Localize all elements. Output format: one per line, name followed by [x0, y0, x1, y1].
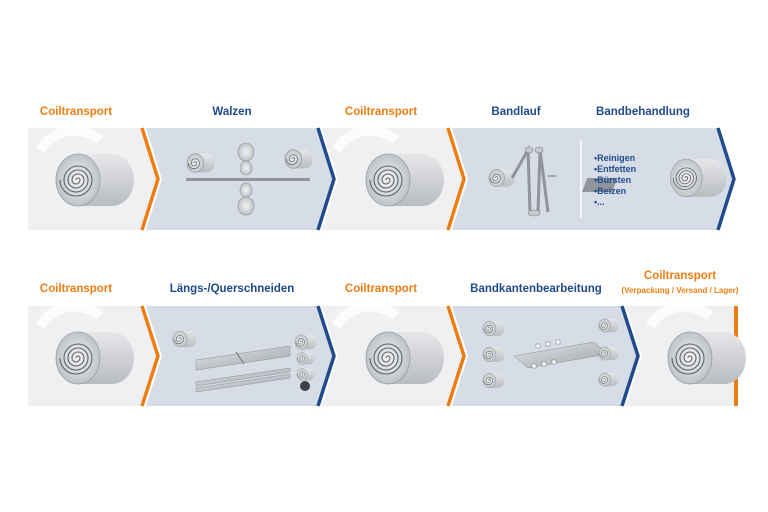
row1-arrow-orange-1 [140, 127, 160, 231]
treatment-item: •Bürsten [594, 175, 632, 185]
row2-arrow-orange-1 [140, 305, 160, 407]
row2-coil-1 [55, 331, 135, 385]
row2-step5-sublabel: (Verpackung / Versand / Lager) [621, 286, 739, 295]
row2-step2-label: Längs-/Querschneiden [169, 283, 295, 295]
row2-arrow-blue-2 [620, 305, 640, 407]
treatment-item: •... [594, 197, 605, 207]
treatment-list: •Reinigen •Entfetten •Bürsten •Beizen •.… [594, 153, 636, 208]
treatment-item: •Entfetten [594, 164, 637, 174]
row1-arrow-blue-2 [716, 127, 736, 231]
treatment-item: •Reinigen [594, 153, 636, 163]
rolling-mill-illustration [186, 142, 314, 216]
row1-step4-label: Bandlauf [491, 106, 541, 118]
row2-step5-label: Coiltransport [643, 270, 717, 282]
row1-step2-label: Walzen [212, 106, 252, 118]
row2-arrow-blue-1 [316, 305, 336, 407]
row1-step3-label: Coiltransport [344, 106, 418, 118]
row2-coil-3 [667, 331, 747, 385]
row2-step4-label: Bandkantenbearbeitung [470, 283, 602, 295]
edge-processing-illustration [482, 318, 619, 389]
slitting-illustration [172, 330, 317, 393]
row2-step3-label: Coiltransport [344, 283, 418, 295]
row1-coil-1 [55, 153, 135, 207]
row1-step5-label: Bandbehandlung [596, 106, 690, 118]
row1-arrow-blue-1 [316, 127, 336, 231]
row2-arrow-orange-2 [446, 305, 466, 407]
row1-step1-label: Coiltransport [39, 106, 113, 118]
treatment-item: •Beizen [594, 186, 627, 196]
strip-loop-illustration [488, 144, 556, 217]
row2-coil-2 [365, 331, 445, 385]
treatment-coil [582, 158, 728, 198]
row1-coil-2 [365, 153, 445, 207]
row1-arrow-orange-2 [446, 127, 466, 231]
row2-step1-label: Coiltransport [39, 283, 113, 295]
